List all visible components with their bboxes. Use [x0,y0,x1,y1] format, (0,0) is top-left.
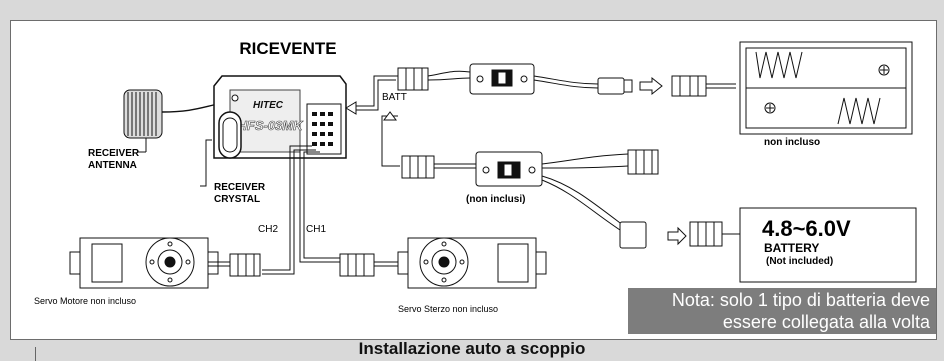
crystal-label-line2: CRYSTAL [214,194,260,205]
battery-pack [739,207,917,283]
receiver-brand: HITEC [253,100,284,111]
note-line1: Nota: solo 1 tipo di batteria deve [671,290,930,310]
antenna-coil [123,89,219,153]
antenna-label-line2: ANTENNA [88,160,137,171]
ch1-label: CH1 [306,224,326,235]
servo-steering-label: Servo Sterzo non incluso [398,304,498,314]
switches-label: (non inclusi) [466,194,525,205]
batt-wire [345,75,398,115]
note-box: Nota: solo 1 tipo di batteria deve esser… [628,288,936,334]
battery-voltage: 4.8~6.0V [762,216,851,241]
crystal-label-line1: RECEIVER [214,182,266,193]
battery-box-label: non incluso [764,137,820,148]
servo-motor-label: Servo Motore non incluso [34,296,136,306]
antenna-label-line1: RECEIVER [88,148,140,159]
left-tick [35,347,36,361]
battery-box [739,41,913,135]
receiver-model: HFS-03MK [237,118,304,133]
channel-wires [262,145,340,275]
diagram-title: RICEVENTE [239,39,336,58]
lower-switch-harness [381,111,740,249]
receiver-unit: HITEC HFS-03MK [213,75,347,159]
note-line2: essere collegata alla volta [722,312,930,332]
footer-caption: Installazione auto a scoppio [358,339,586,358]
ch2-label: CH2 [258,224,278,235]
servo-steering [339,237,547,289]
upper-switch-harness [397,63,736,97]
battery-name: BATTERY [764,241,819,255]
batt-label: BATT [382,92,407,103]
servo-motor [69,237,261,289]
battery-note: (Not included) [766,256,833,267]
receiver-crystal [200,111,242,187]
